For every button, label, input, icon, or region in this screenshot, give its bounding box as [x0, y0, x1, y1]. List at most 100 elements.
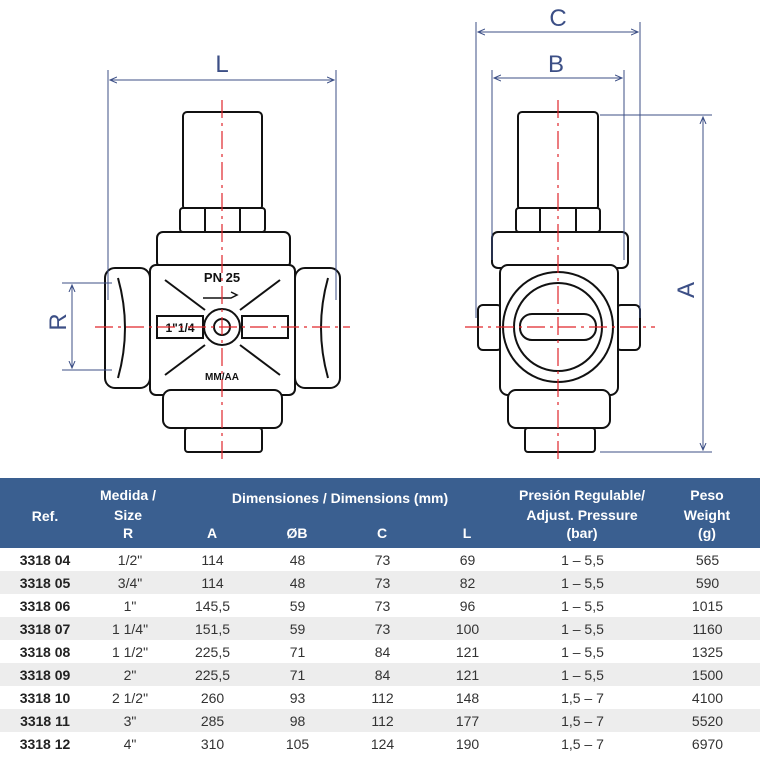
cell-dim-a: 151,5 — [194, 620, 231, 637]
cell-dim-l: 148 — [455, 689, 480, 706]
cell-dim-l: 121 — [455, 643, 480, 660]
cell-dim-c: 84 — [374, 666, 391, 683]
cell-ref: 3318 12 — [19, 735, 71, 752]
cell-dim-b: 71 — [289, 643, 306, 660]
cell-pressure: 1 – 5,5 — [561, 597, 604, 614]
cell-dim-a: 310 — [200, 735, 225, 752]
cell-ref: 3318 10 — [19, 689, 71, 706]
cell-size: 2" — [123, 666, 137, 683]
cell-pressure: 1,5 – 7 — [561, 689, 604, 706]
header-weight-1: Peso — [690, 487, 724, 503]
header-pressure-3: (bar) — [566, 525, 598, 541]
cell-dim-b: 105 — [285, 735, 310, 752]
cell-dim-c: 73 — [374, 574, 391, 591]
cell-dim-b: 93 — [289, 689, 306, 706]
cell-dim-b: 59 — [289, 597, 306, 614]
cell-size: 2 1/2" — [111, 689, 149, 706]
header-weight-2: Weight — [683, 507, 731, 523]
cell-dim-c: 73 — [374, 597, 391, 614]
cell-pressure: 1 – 5,5 — [561, 574, 604, 591]
cell-dim-c: 84 — [374, 643, 391, 660]
header-dimensions: Dimensiones / Dimensions (mm) — [231, 490, 449, 506]
dimension-label-L: L — [215, 51, 228, 78]
cell-dim-b: 48 — [289, 574, 306, 591]
cell-size: 1 1/2" — [111, 643, 149, 660]
valve-pressure-marking: PN 25 — [204, 270, 240, 285]
cell-size: 4" — [123, 735, 137, 752]
header-dim-A: A — [206, 525, 218, 541]
cell-ref: 3318 09 — [19, 666, 71, 683]
cell-dim-a: 260 — [200, 689, 225, 706]
cell-size: 3/4" — [117, 574, 143, 591]
centerlines-side — [465, 100, 655, 462]
dimension-label-A: A — [673, 282, 700, 298]
header-weight-3: (g) — [698, 525, 716, 541]
cell-ref: 3318 05 — [19, 574, 71, 591]
header-size-3: R — [122, 525, 134, 541]
table-row: 3318 10 2 1/2" 260 93 112 148 1,5 – 7 4100 — [0, 686, 760, 709]
header-size-1: Medida / — [99, 487, 157, 503]
cell-size: 3" — [123, 712, 137, 729]
cell-dim-c: 124 — [370, 735, 395, 752]
centerlines-front — [95, 100, 350, 462]
dimension-label-B: B — [548, 51, 564, 78]
table-header: Ref. Medida / Size R Dimensiones / Dimen… — [0, 478, 760, 548]
cell-dim-l: 190 — [455, 735, 480, 752]
cell-ref: 3318 06 — [19, 597, 71, 614]
header-ref: Ref. — [31, 508, 59, 524]
cell-pressure: 1,5 – 7 — [561, 735, 604, 752]
header-pressure-2: Adjust. Pressure — [526, 507, 638, 523]
cell-dim-c: 73 — [374, 551, 391, 568]
table-row: 3318 09 2" 225,5 71 84 121 1 – 5,5 1500 — [0, 663, 760, 686]
cell-pressure: 1 – 5,5 — [561, 643, 604, 660]
valve-technical-drawing: PN 25 1"1/4 MM/AA L C B A R — [45, 5, 712, 462]
cell-weight: 1500 — [691, 666, 724, 683]
cell-pressure: 1 – 5,5 — [561, 666, 604, 683]
header-pressure-1: Presión Regulable/ — [518, 487, 646, 503]
cell-ref: 3318 11 — [20, 712, 70, 729]
cell-ref: 3318 07 — [19, 620, 71, 637]
cell-dim-b: 59 — [289, 620, 306, 637]
cell-ref: 3318 04 — [19, 551, 71, 568]
valve-date-marking: MM/AA — [205, 372, 239, 383]
cell-weight: 1015 — [691, 597, 724, 614]
header-dim-B: ØB — [286, 525, 308, 541]
dimension-label-R: R — [45, 313, 72, 330]
cell-dim-l: 177 — [455, 712, 480, 729]
cell-dim-a: 114 — [201, 551, 224, 568]
cell-pressure: 1,5 – 7 — [561, 712, 604, 729]
cell-dim-c: 73 — [374, 620, 391, 637]
cell-size: 1/2" — [117, 551, 143, 568]
cell-size: 1 1/4" — [111, 620, 149, 637]
cell-pressure: 1 – 5,5 — [561, 551, 604, 568]
valve-size-marking: 1"1/4 — [165, 321, 194, 335]
cell-dim-a: 285 — [200, 712, 225, 729]
cell-dim-l: 100 — [455, 620, 480, 637]
cell-dim-l: 69 — [459, 551, 476, 568]
cell-weight: 5520 — [691, 712, 724, 729]
cell-dim-b: 98 — [289, 712, 306, 729]
header-dim-C: C — [376, 525, 388, 541]
cell-weight: 1160 — [692, 620, 723, 637]
cell-weight: 4100 — [691, 689, 724, 706]
header-size-2: Size — [113, 507, 143, 523]
cell-weight: 590 — [695, 574, 720, 591]
cell-dim-b: 71 — [289, 666, 306, 683]
cell-weight: 1325 — [691, 643, 724, 660]
header-dim-L: L — [462, 525, 472, 541]
dimension-label-C: C — [549, 5, 566, 32]
cell-dim-a: 225,5 — [194, 666, 231, 683]
cell-dim-l: 121 — [455, 666, 480, 683]
cell-dim-b: 48 — [289, 551, 306, 568]
cell-dim-l: 82 — [459, 574, 476, 591]
cell-dim-c: 112 — [371, 712, 394, 729]
cell-dim-c: 112 — [371, 689, 394, 706]
cell-size: 1" — [123, 597, 137, 614]
cell-dim-l: 96 — [459, 597, 476, 614]
